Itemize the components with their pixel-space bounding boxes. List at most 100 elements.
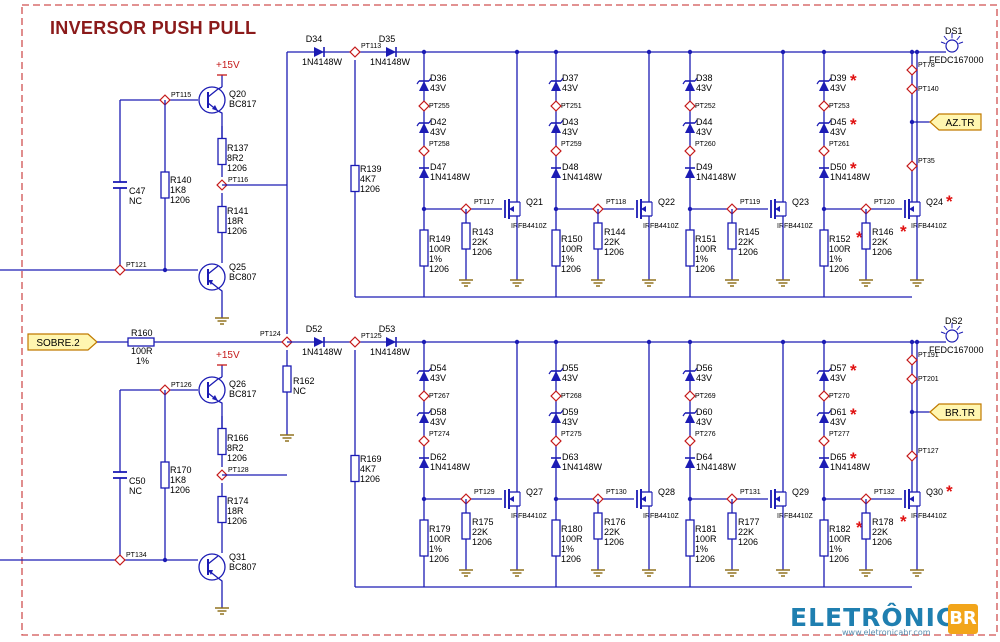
diode-label: D62: [430, 452, 447, 462]
zener-hook: [548, 370, 552, 375]
zener-hook: [816, 412, 820, 417]
resistor-label: R140: [170, 175, 192, 185]
resistor-label: NC: [293, 386, 306, 396]
diode-d52: [314, 337, 324, 347]
resistor-label: R170: [170, 465, 192, 475]
diode-label: 1N4148W: [370, 57, 411, 67]
test-point: [418, 390, 430, 402]
resistor-label: 1206: [695, 554, 715, 564]
resistor-label: 100R: [829, 534, 851, 544]
mosfet-label: Q23: [792, 197, 809, 207]
diode-label: 43V: [830, 373, 846, 383]
mosfet-label: IRFB4410Z: [911, 513, 948, 520]
diode-label: D58: [430, 407, 447, 417]
lamp-ray: [958, 331, 964, 335]
test-point-label: PT277: [829, 431, 850, 438]
diode-label: 1N4148W: [830, 462, 871, 472]
junction-dot: [553, 49, 559, 55]
junction-dot: [780, 339, 786, 345]
port-br-tr: [929, 403, 982, 421]
wire: [217, 287, 223, 318]
test-point-label: PT201: [918, 376, 939, 383]
mosfet-arrow: [775, 206, 780, 212]
diode-d49: [685, 168, 695, 178]
test-point: [114, 264, 126, 276]
test-point: [550, 145, 562, 157]
test-point-label: PT274: [429, 431, 450, 438]
indicator-lamp-ds2: [945, 329, 959, 343]
mosfet-label: Q30: [926, 487, 943, 497]
mosfet-label: Q21: [526, 197, 543, 207]
resistor-label: 22K: [472, 527, 488, 537]
test-point-label: PT252: [695, 103, 716, 110]
brand-logo-text: ELETRÔNICA: [790, 603, 976, 632]
resistor-label: 1206: [227, 163, 247, 173]
test-point-label: PT191: [918, 352, 939, 359]
test-point: [418, 435, 430, 447]
resistor-label: 1206: [472, 537, 492, 547]
diode-label: 43V: [562, 127, 578, 137]
transistor-lead: [207, 88, 219, 98]
junction-dot: [687, 49, 693, 55]
resistor-label: R145: [738, 227, 760, 237]
zener-diode-d45: [819, 123, 829, 133]
transistor-q25: [198, 263, 226, 291]
resistor-label: 18R: [227, 216, 244, 226]
resistor-r160: [127, 337, 155, 347]
diode-label: 43V: [830, 127, 846, 137]
zener-diode-d58: [419, 413, 429, 423]
diode-label: 43V: [830, 83, 846, 93]
diode-d35: [386, 47, 396, 57]
resistor-r182: [819, 519, 829, 557]
zener-diode-d38: [685, 81, 695, 91]
diode-label: D47: [430, 162, 447, 172]
test-point: [906, 160, 918, 172]
zener-diode-d61: [819, 413, 829, 423]
resistor-label: 22K: [472, 237, 488, 247]
resistor-r169: [350, 454, 360, 483]
diode-label: D35: [379, 34, 396, 44]
diode-label: D48: [562, 162, 579, 172]
zener-hook: [682, 412, 686, 417]
zener-diode-d57: [819, 371, 829, 381]
mosfet-arrow: [509, 206, 514, 212]
diode-label: D65: [830, 452, 847, 462]
zener-hook: [416, 80, 420, 85]
diode-d34: [314, 47, 324, 57]
resistor-r178: [861, 512, 871, 540]
lamp-ray: [958, 41, 964, 45]
zener-hook: [560, 367, 564, 372]
diode-label: 1N4148W: [696, 172, 737, 182]
resistor-label: 1%: [695, 254, 708, 264]
junction-dot: [646, 339, 652, 345]
test-point-label: PT140: [918, 86, 939, 93]
zener-hook: [416, 412, 420, 417]
resistor-label: R162: [293, 376, 315, 386]
lamp-ray: [956, 35, 961, 41]
resistor-label: 8R2: [227, 443, 244, 453]
wire: [217, 86, 223, 90]
resistor-label: 22K: [872, 527, 888, 537]
test-point-label: PT117: [474, 199, 494, 206]
junction-dot: [421, 49, 427, 55]
transistor-label: Q20: [229, 89, 246, 99]
diode-label: D61: [830, 407, 847, 417]
test-point-label: PT127: [918, 448, 939, 455]
display-label: DS2: [945, 316, 963, 326]
red-asterisk-mark: *: [850, 115, 857, 134]
zener-diode-d42: [419, 123, 429, 133]
test-point: [684, 390, 696, 402]
diode-label: 43V: [696, 417, 712, 427]
indicator-lamp-ds1: [945, 39, 959, 53]
test-point: [684, 100, 696, 112]
diode-label: D34: [306, 34, 323, 44]
resistor-label: 1206: [227, 226, 247, 236]
test-point: [550, 435, 562, 447]
port-az-tr-label: AZ.TR: [946, 118, 975, 129]
diode-label: D38: [696, 73, 713, 83]
resistor-label: R160: [131, 328, 153, 338]
zener-hook: [416, 122, 420, 127]
resistor-r176: [593, 512, 603, 540]
resistor-r143: [461, 222, 471, 250]
port-az-tr: [929, 113, 982, 131]
